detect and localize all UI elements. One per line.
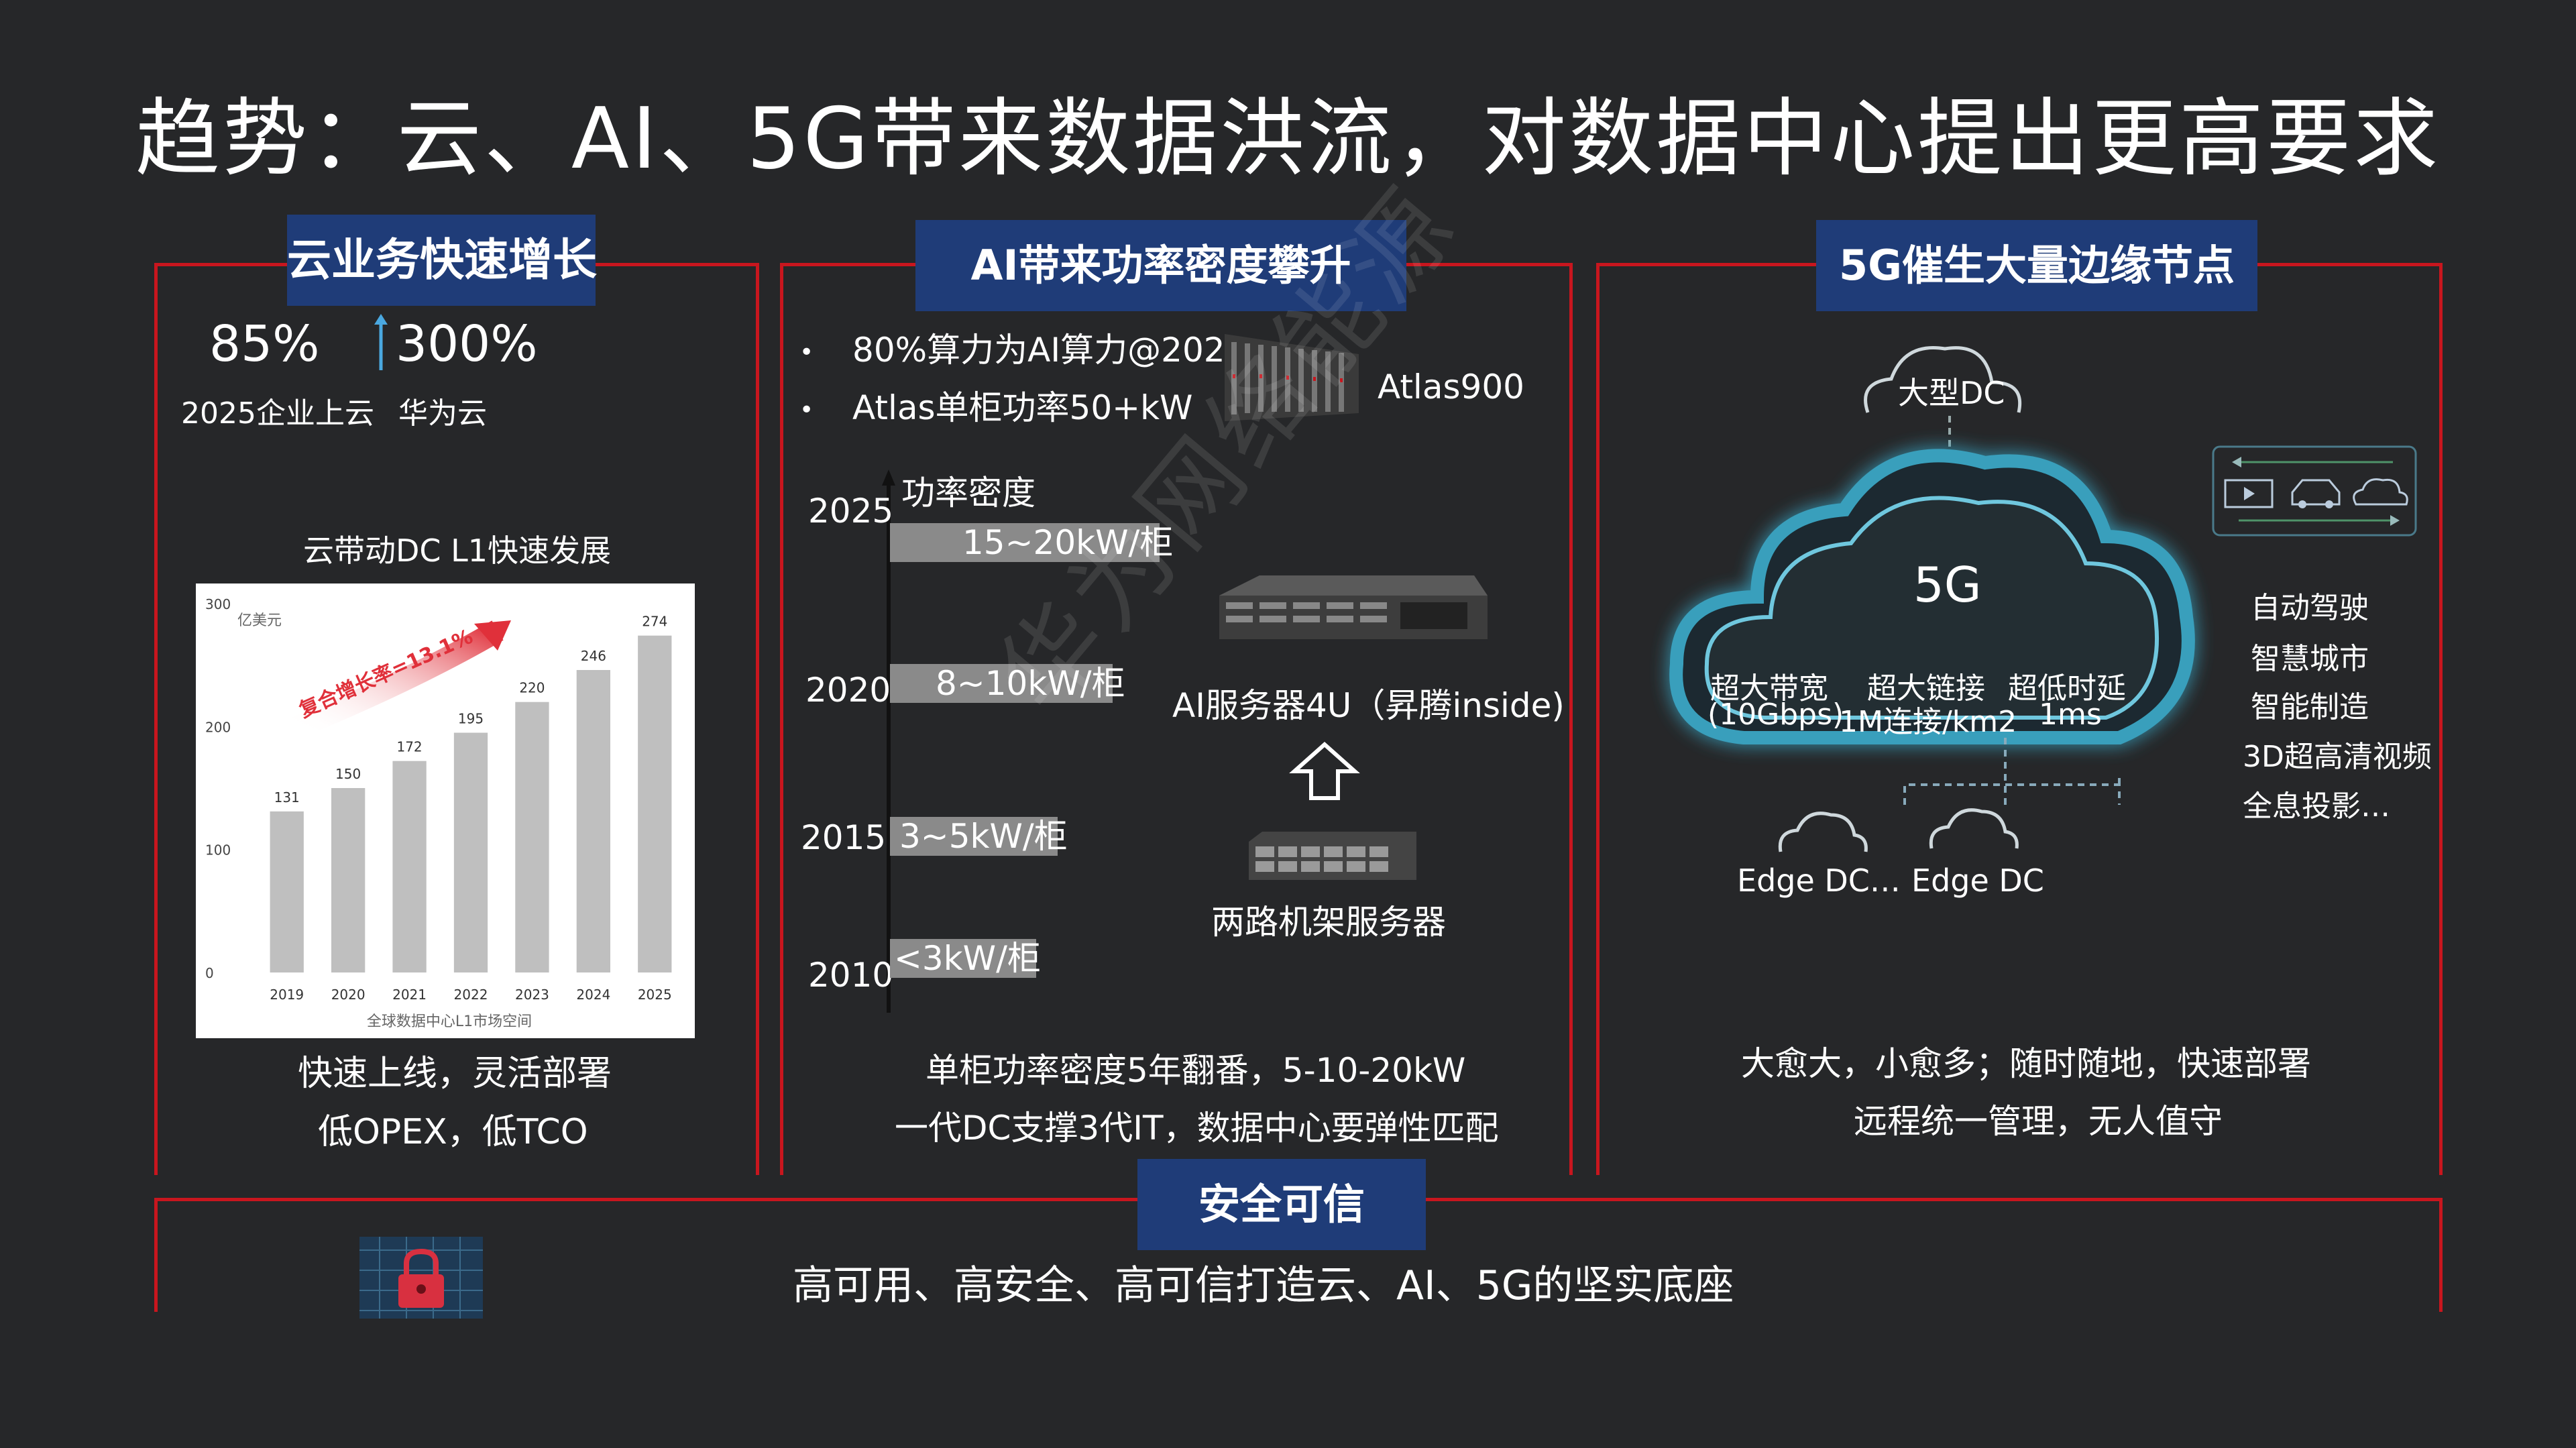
page-title: 趋势：云、AI、5G带来数据洪流，对数据中心提出更高要求 [135, 89, 2441, 188]
ai-footer-line2: 一代DC支撑3代IT，数据中心要弹性匹配 [895, 1109, 1499, 1148]
feature-bandwidth-title: 超大带宽 [1710, 671, 1828, 706]
edge-dc-2-label: Edge DC [1911, 862, 2044, 899]
cloud-banner: 云业务快速增长 [287, 215, 597, 306]
fiveg-footer-line2: 远程统一管理，无人值守 [1854, 1102, 2223, 1141]
edge-dc-cloud-icon [1929, 808, 2019, 849]
x-tick-label: 2022 [454, 987, 488, 1003]
applications-icon-box [2212, 445, 2417, 537]
app-autonomous-driving: 自动驾驶 [2251, 591, 2369, 625]
stat-enterprise-cloud-label: 2025企业上云 [181, 396, 374, 431]
y-tick-label: 300 [205, 596, 231, 612]
bar-2021 [392, 761, 427, 972]
ai-bullet-1: • 80%算力为AI算力@2025 [799, 323, 1246, 372]
bar-2019 [270, 811, 304, 972]
stat-enterprise-cloud-value: 85% [209, 315, 320, 373]
car-icon [2291, 479, 2341, 508]
fiveg-cloud-graphic [1623, 315, 2227, 922]
bar-value-label: 131 [274, 789, 300, 805]
ai-footer-line1: 单柜功率密度5年翻番，5-10-20kW [926, 1051, 1466, 1090]
two-way-server-label: 两路机架服务器 [1211, 903, 1446, 942]
lock-image [359, 1237, 483, 1319]
y-tick-label: 100 [205, 842, 231, 858]
fiveg-center-label: 5G [1913, 557, 1982, 613]
x-tick-label: 2021 [392, 987, 427, 1003]
bar-value-label: 195 [458, 711, 484, 727]
ai-bullet-2: • Atlas单柜功率50+kW [799, 381, 1192, 429]
timeline-density-2025: 15~20kW/柜 [890, 523, 1173, 562]
fiveg-banner: 5G催生大量边缘节点 [1816, 220, 2257, 311]
timeline-year-2015: 2015 [801, 818, 887, 857]
video-icon [2224, 479, 2274, 508]
timeline-axis-label: 功率密度 [901, 474, 1035, 512]
feature-bandwidth-value: (10Gbps) [1707, 698, 1844, 732]
app-smart-manufacturing: 智能制造 [2251, 690, 2369, 724]
bar-chart-svg: 复合增长率=13.1% 亿美元 131 2019 150 2020 172 2021 195… [205, 596, 672, 1030]
ai-banner: AI带来功率密度攀升 [915, 220, 1406, 311]
bar-value-label: 220 [519, 680, 545, 696]
cloud-icon [2353, 478, 2408, 506]
ai-server-label: AI服务器4U（昇腾inside) [1172, 686, 1565, 725]
unit-label: 亿美元 [237, 612, 282, 629]
edge-dc-1-label: Edge DC… [1737, 862, 1901, 899]
two-way-server-image [1249, 832, 1416, 885]
timeline-axis [879, 469, 899, 1015]
ai-server-image [1219, 575, 1488, 645]
bar-value-label: 246 [581, 648, 606, 664]
bar-value-label: 150 [335, 766, 361, 782]
large-dc-label: 大型DC [1898, 375, 2005, 411]
growth-arrowhead [474, 620, 511, 651]
bar-2020 [331, 788, 366, 972]
cloud-footer-line2: 低OPEX，低TCO [318, 1112, 588, 1152]
y-tick-label: 200 [205, 719, 231, 735]
y-tick-label: 0 [205, 965, 214, 981]
x-axis-label: 全球数据中心L1市场空间 [367, 1013, 532, 1030]
timeline-density-2020: 8~10kW/柜 [890, 664, 1125, 703]
growth-rate-annotation: 复合增长率=13.1% [296, 625, 476, 723]
large-dc-cloud-icon [1864, 346, 2022, 413]
timeline-density-2010: <3kW/柜 [890, 939, 1041, 978]
chart-title: 云带动DC L1快速发展 [303, 533, 612, 569]
stat-huawei-cloud-label: 华为云 [398, 396, 487, 431]
app-3d-video: 3D超高清视频 [2243, 740, 2432, 774]
x-tick-label: 2019 [270, 987, 304, 1003]
arrow-up-icon [368, 313, 394, 376]
timeline-density-2015: 3~5kW/柜 [890, 817, 1068, 856]
ai-bullet-1-text: 80%算力为AI算力@2025 [852, 331, 1247, 370]
timeline-year-2020: 2020 [805, 671, 891, 710]
padlock-icon [398, 1248, 444, 1308]
edge-dc-cloud-icon [1778, 812, 1868, 852]
upgrade-arrow-icon [1288, 741, 1361, 804]
x-tick-label: 2020 [331, 987, 366, 1003]
bullet-dot: • [799, 339, 814, 366]
growth-arrow [292, 620, 504, 738]
bar-value-label: 274 [642, 614, 667, 630]
bar-2024 [576, 670, 610, 972]
timeline-year-2025: 2025 [808, 492, 894, 531]
bar-2025 [638, 635, 672, 972]
x-tick-label: 2023 [515, 987, 549, 1003]
security-text: 高可用、高安全、高可信打造云、AI、5G的坚实底座 [793, 1262, 1734, 1309]
x-tick-label: 2024 [576, 987, 610, 1003]
feature-latency-title: 超低时延 [2008, 671, 2126, 706]
timeline-year-2010: 2010 [808, 956, 894, 995]
feature-latency-value: 1ms [2039, 698, 2102, 732]
atlas900-rack-image [1225, 334, 1372, 424]
atlas900-label: Atlas900 [1378, 368, 1524, 406]
bar-2023 [515, 702, 549, 972]
bar-value-label: 172 [396, 739, 422, 755]
app-holographic: 全息投影… [2243, 789, 2390, 824]
feature-connections-value: 1M连接/km2 [1839, 705, 2017, 739]
bullet-dot: • [799, 396, 814, 424]
ai-bullet-2-text: Atlas单柜功率50+kW [852, 388, 1193, 427]
feature-connections-title: 超大链接 [1867, 671, 1985, 706]
bar-2022 [453, 732, 488, 972]
app-smart-city: 智慧城市 [2251, 642, 2369, 676]
bar-chart: 复合增长率=13.1% 亿美元 131 2019 150 2020 172 2021 195… [196, 583, 695, 1038]
security-banner: 安全可信 [1137, 1159, 1426, 1250]
fiveg-footer-line1: 大愈大，小愈多；随时随地，快速部署 [1741, 1044, 2311, 1083]
cloud-footer-line1: 快速上线，灵活部署 [298, 1054, 612, 1094]
x-tick-label: 2025 [638, 987, 672, 1003]
stat-huawei-cloud-value: 300% [396, 315, 538, 373]
